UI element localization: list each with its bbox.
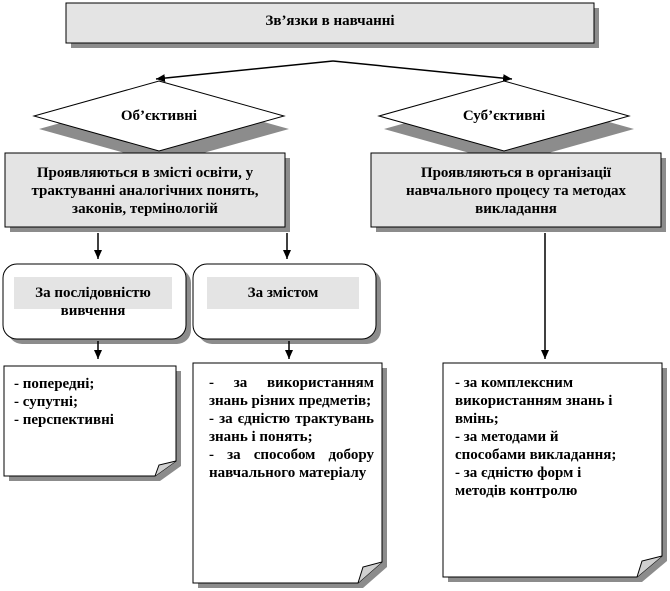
list-item: - за способом добору навчального матеріа… [209, 447, 374, 481]
connector-to-subjective [332, 60, 513, 83]
diagram-title: Зв’язки в навчанні [265, 13, 395, 29]
objective-diamond [32, 80, 286, 152]
objective-description: Проявляються в змісті освіти, у трактува… [31, 165, 259, 217]
subjective-items: - за комплексним використанням знань і в… [455, 374, 625, 500]
title-box [65, 2, 595, 44]
content-label-bar [207, 277, 359, 309]
objective-description-box [4, 152, 286, 228]
list-item: - супутні; [14, 394, 79, 410]
subjective-description: Проявляються в організації навчального п… [405, 165, 627, 217]
subjective-label: Суб’єктивні [462, 108, 546, 124]
sequence-label: За послідовністю вивчення [35, 285, 151, 319]
connector-to-objective [155, 60, 334, 83]
objective-label: Об’єктивні [120, 108, 198, 124]
list-item: - попередні; [14, 376, 95, 392]
list-item: - за комплексним використанням знань і в… [455, 375, 613, 427]
list-item: - перспективні [14, 412, 114, 428]
sequence-label-bar [14, 277, 172, 309]
sequence-items: - попередні; - супутні; - перспективні [14, 375, 169, 429]
subjective-description-box [370, 152, 662, 228]
list-item: - за єдністю форм і методів контролю [455, 465, 582, 499]
list-item: - за використанням знань різних предметі… [209, 375, 374, 409]
content-items: - за використанням знань різних предметі… [209, 374, 374, 482]
subjective-diamond [377, 80, 631, 152]
content-label: За змістом [247, 285, 319, 301]
list-item: - за методами й способами викладання; [455, 429, 617, 463]
list-item: - за єдністю трактувань знань і понять; [209, 411, 374, 445]
